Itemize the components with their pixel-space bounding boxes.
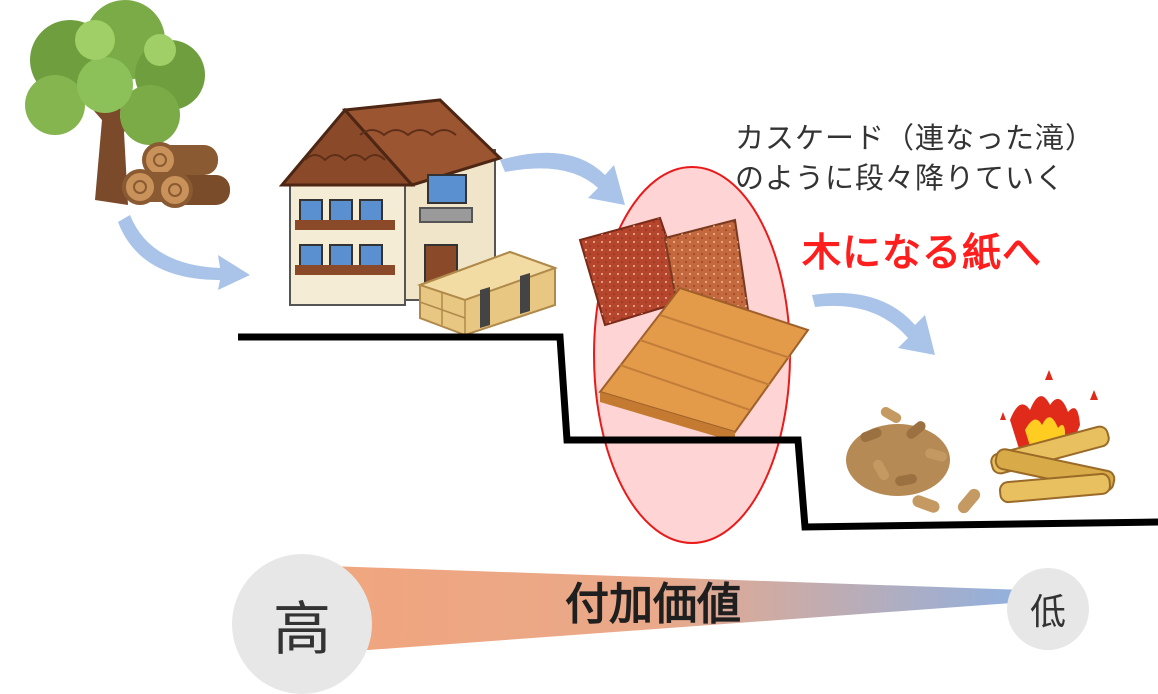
low-value-circle: 低 xyxy=(1007,568,1089,650)
cascade-steps xyxy=(238,333,1158,531)
cascade-diagram xyxy=(25,0,1158,650)
caption-line-1: カスケード（連なった滝） xyxy=(735,121,1096,155)
lumber-bundle-icon xyxy=(416,250,558,337)
value-wedge xyxy=(300,565,1025,650)
campfire-icon xyxy=(990,370,1116,504)
cascade-caption: カスケード（連なった滝） のように段々降りていく xyxy=(735,118,1095,198)
arrow-icon xyxy=(118,215,250,290)
arrow-icon xyxy=(812,293,935,355)
arrow-icon xyxy=(500,152,625,205)
high-value-circle: 高 xyxy=(232,554,372,694)
tree-icon xyxy=(25,0,205,205)
house-icon xyxy=(278,98,503,306)
log-pile-icon xyxy=(122,142,230,208)
wood-pellets-icon xyxy=(846,407,981,514)
paper-headline: 木になる紙へ xyxy=(802,231,1043,276)
added-value-label: 付加価値 xyxy=(565,579,741,630)
paper-boards-icon xyxy=(578,216,810,442)
caption-line-2: のように段々降りていく xyxy=(735,161,1066,195)
